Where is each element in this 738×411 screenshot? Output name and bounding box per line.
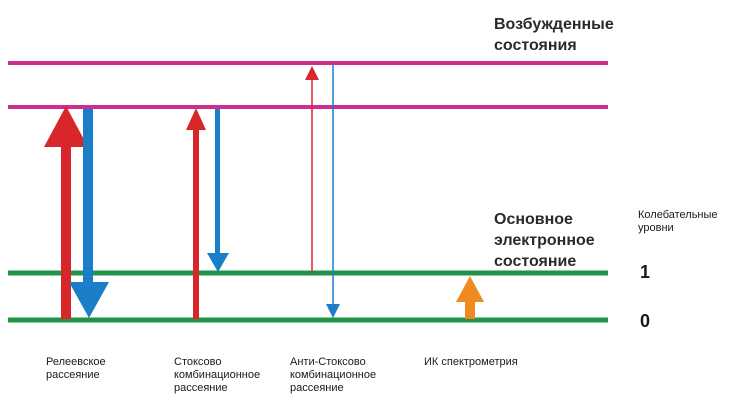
- anti-stokes-emission-arrow: [326, 65, 340, 318]
- process-label-line: ИК спектрометрия: [424, 356, 518, 368]
- process-label-line: Стоксово: [174, 356, 222, 368]
- process-label-anti-stokes: Анти-Стоксово комбинационное рассеяние: [290, 356, 376, 395]
- level-number-0: 0: [640, 311, 651, 331]
- stokes-excitation-arrow: [186, 108, 206, 319]
- process-label-line: рассеяние: [46, 369, 100, 381]
- vibrational-levels-title: Колебательные уровни: [638, 209, 718, 235]
- process-label-stokes: Стоксово комбинационное рассеяние: [174, 356, 260, 395]
- excited-state-label-line: Возбужденные: [494, 16, 614, 33]
- ground-state-label-line: электронное: [494, 232, 595, 249]
- process-label-line: рассеяние: [174, 382, 228, 394]
- excited-state-label-line: состояния: [494, 37, 577, 54]
- ground-state-label-line: Основное: [494, 211, 573, 228]
- rayleigh-emission-arrow: [69, 109, 109, 318]
- process-label-line: Релеевское: [46, 356, 106, 368]
- process-label-line: рассеяние: [290, 382, 344, 394]
- vibrational-levels-title-line: уровни: [638, 222, 674, 234]
- vibrational-levels-title-line: Колебательные: [638, 209, 718, 221]
- rayleigh-excitation-arrow: [44, 106, 88, 319]
- excited-state-label: Возбужденные состояния: [494, 14, 614, 56]
- process-label-line: комбинационное: [174, 369, 261, 381]
- process-label-line: комбинационное: [290, 369, 377, 381]
- process-label-rayleigh: Релеевское рассеяние: [46, 356, 106, 382]
- ground-state-label: Основное электронное состояние: [494, 209, 595, 272]
- ir-absorption-arrow: [456, 276, 484, 319]
- process-label-line: Анти-Стоксово: [290, 356, 366, 368]
- ground-state-label-line: состояние: [494, 253, 577, 270]
- level-number-1: 1: [640, 262, 651, 282]
- stokes-emission-arrow: [207, 109, 229, 272]
- process-label-ir: ИК спектрометрия: [424, 356, 518, 369]
- anti-stokes-excitation-arrow: [305, 66, 319, 273]
